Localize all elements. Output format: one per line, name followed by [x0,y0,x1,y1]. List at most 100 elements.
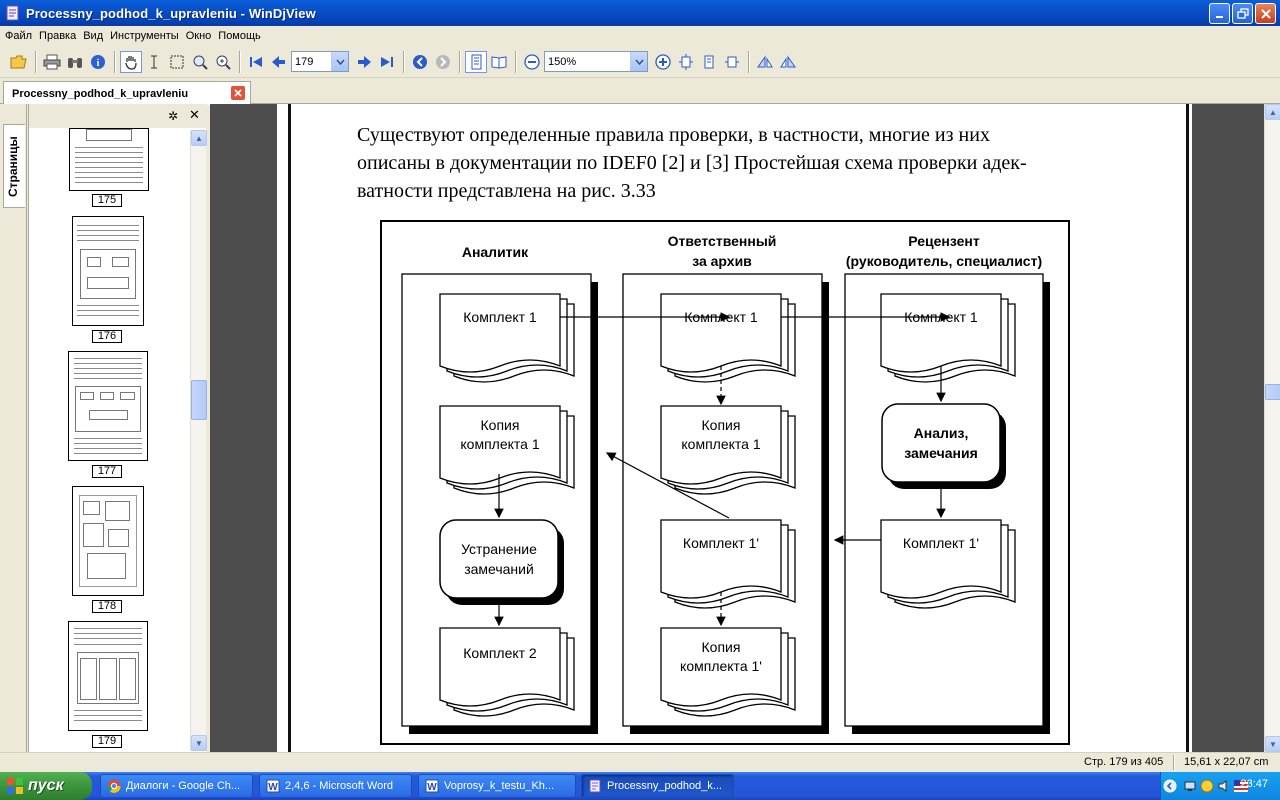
svg-text:Комплект 1': Комплект 1' [903,535,979,551]
thumbnail-page-178[interactable] [72,486,144,596]
single-page-button[interactable] [465,50,487,73]
last-page-icon [381,56,393,67]
doc-reviewer-set1: Комплект 1 [880,293,1016,383]
thumbnail-label-175: 175 [92,194,122,207]
thumbnail-label-176: 176 [92,330,122,343]
word-icon: W [425,779,439,793]
doc-reviewer-set1-prime: Комплект 1' [880,519,1016,609]
thumbnail-page-175[interactable] [69,128,149,191]
thumbnail-pane-header: ✲ ✕ [29,104,207,128]
tray-arrow-icon[interactable] [1163,779,1177,793]
magnifier-plus-icon [216,55,231,70]
document-view[interactable]: Существуют определенные правила проверки… [210,104,1264,752]
info-button[interactable]: i [87,51,109,73]
scroll-down-icon[interactable]: ▼ [191,735,207,751]
thumbnail-label-179: 179 [92,735,122,748]
thumbnail-pane: ✲ ✕ 175 176 177 178 [28,104,207,752]
scroll-up-icon[interactable]: ▲ [191,130,207,146]
zoom-in-button[interactable] [652,51,674,73]
scroll-up-icon[interactable]: ▲ [1265,104,1280,120]
tab-pages[interactable]: Страницы [3,124,25,208]
windjview-app-icon [6,5,19,21]
language-flag-icon[interactable] [1234,780,1248,792]
window-title: Processny_podhod_k_upravleniu - WinDjVie… [26,5,316,21]
hand-icon [125,55,137,70]
actual-size-icon [725,56,739,67]
windows-logo-icon [7,778,23,794]
menu-help[interactable]: Помощь [218,29,261,42]
close-tab-button[interactable] [231,86,245,100]
print-button[interactable] [41,51,63,73]
minimize-button[interactable] [1209,3,1230,24]
menu-edit[interactable]: Правка [39,29,77,42]
windjview-app-icon [589,779,601,793]
status-page: Стр. 179 из 405 [1084,756,1164,768]
zoom-rect-button[interactable] [189,51,211,73]
task-word-246[interactable]: W 2,4,6 - Microsoft Word [259,774,412,798]
hand-tool-button[interactable] [120,50,142,73]
thumbnail-scroll-thumb[interactable] [191,380,207,420]
fit-width-icon [704,55,714,68]
thumbnail-page-179[interactable] [68,621,148,731]
menu-tools[interactable]: Инструменты [110,29,179,42]
thumbnail-page-177[interactable] [68,351,148,461]
gear-icon[interactable]: ✲ [168,109,179,123]
thumbnail-page-176[interactable] [72,216,144,326]
chevron-down-icon[interactable] [630,52,647,71]
task-word-voprosy[interactable]: W Voprosy_k_testu_Kh... [418,774,576,798]
page-number-value: 179 [295,55,314,68]
magnify-button[interactable] [212,51,234,73]
network-icon[interactable] [1183,779,1197,793]
task-label: 2,4,6 - Microsoft Word [285,780,393,792]
rotate-left-button[interactable] [754,51,776,73]
facing-pages-button[interactable] [488,51,510,73]
thumbnail-scrollbar[interactable]: ▲ ▼ [190,130,207,751]
actual-size-button[interactable] [721,51,743,73]
system-tray: 23:47 [1160,772,1280,800]
start-button[interactable]: пуск [0,772,92,800]
antivirus-icon[interactable] [1200,779,1214,793]
first-page-button[interactable] [245,51,267,73]
single-page-icon [471,54,482,69]
restore-button[interactable] [1232,3,1253,24]
toolbar: i 179 [0,46,1280,78]
fit-width-button[interactable] [698,51,720,73]
find-button[interactable] [64,51,86,73]
document-scrollbar[interactable]: ▲ ▼ [1264,104,1280,752]
previous-page-button[interactable] [268,51,290,73]
menu-file[interactable]: Файл [5,29,33,42]
scroll-down-icon[interactable]: ▼ [1265,736,1280,752]
fit-page-icon [679,53,693,70]
open-button[interactable] [8,51,30,73]
menu-view[interactable]: Вид [83,29,104,42]
menu-window[interactable]: Окно [185,29,212,42]
paragraph-line: описаны в документации по IDEF0 [2] и [3… [357,152,1027,174]
zoom-out-button[interactable] [521,51,543,73]
close-window-button[interactable] [1255,3,1276,24]
select-rect-button[interactable] [166,51,188,73]
page-number-select[interactable]: 179 [291,51,349,72]
printer-icon [43,54,61,69]
forward-button[interactable] [432,51,454,73]
close-pane-icon[interactable]: ✕ [189,107,200,122]
select-text-button[interactable] [143,51,165,73]
chrome-icon [107,779,121,793]
last-page-button[interactable] [376,51,398,73]
close-icon [234,89,242,97]
doc-analyst-set1: Комплект 1 [439,293,575,383]
tab-processny-podhod[interactable]: Processny_podhod_k_upravleniu [3,81,251,105]
volume-icon[interactable] [1217,779,1231,793]
task-chrome[interactable]: Диалоги - Google Ch... [100,774,253,798]
task-windjview[interactable]: Processny_podhod_k... [581,774,734,798]
process-analysis: Анализ,замечания [881,403,1007,490]
next-page-button[interactable] [353,51,375,73]
fit-page-button[interactable] [675,51,697,73]
document-scroll-thumb[interactable] [1265,384,1280,400]
back-button[interactable] [409,51,431,73]
chevron-down-icon[interactable] [331,52,348,71]
rotate-right-button[interactable] [777,51,799,73]
zoom-select[interactable]: 150% [544,51,648,72]
page: Существуют определенные правила проверки… [277,104,1192,752]
